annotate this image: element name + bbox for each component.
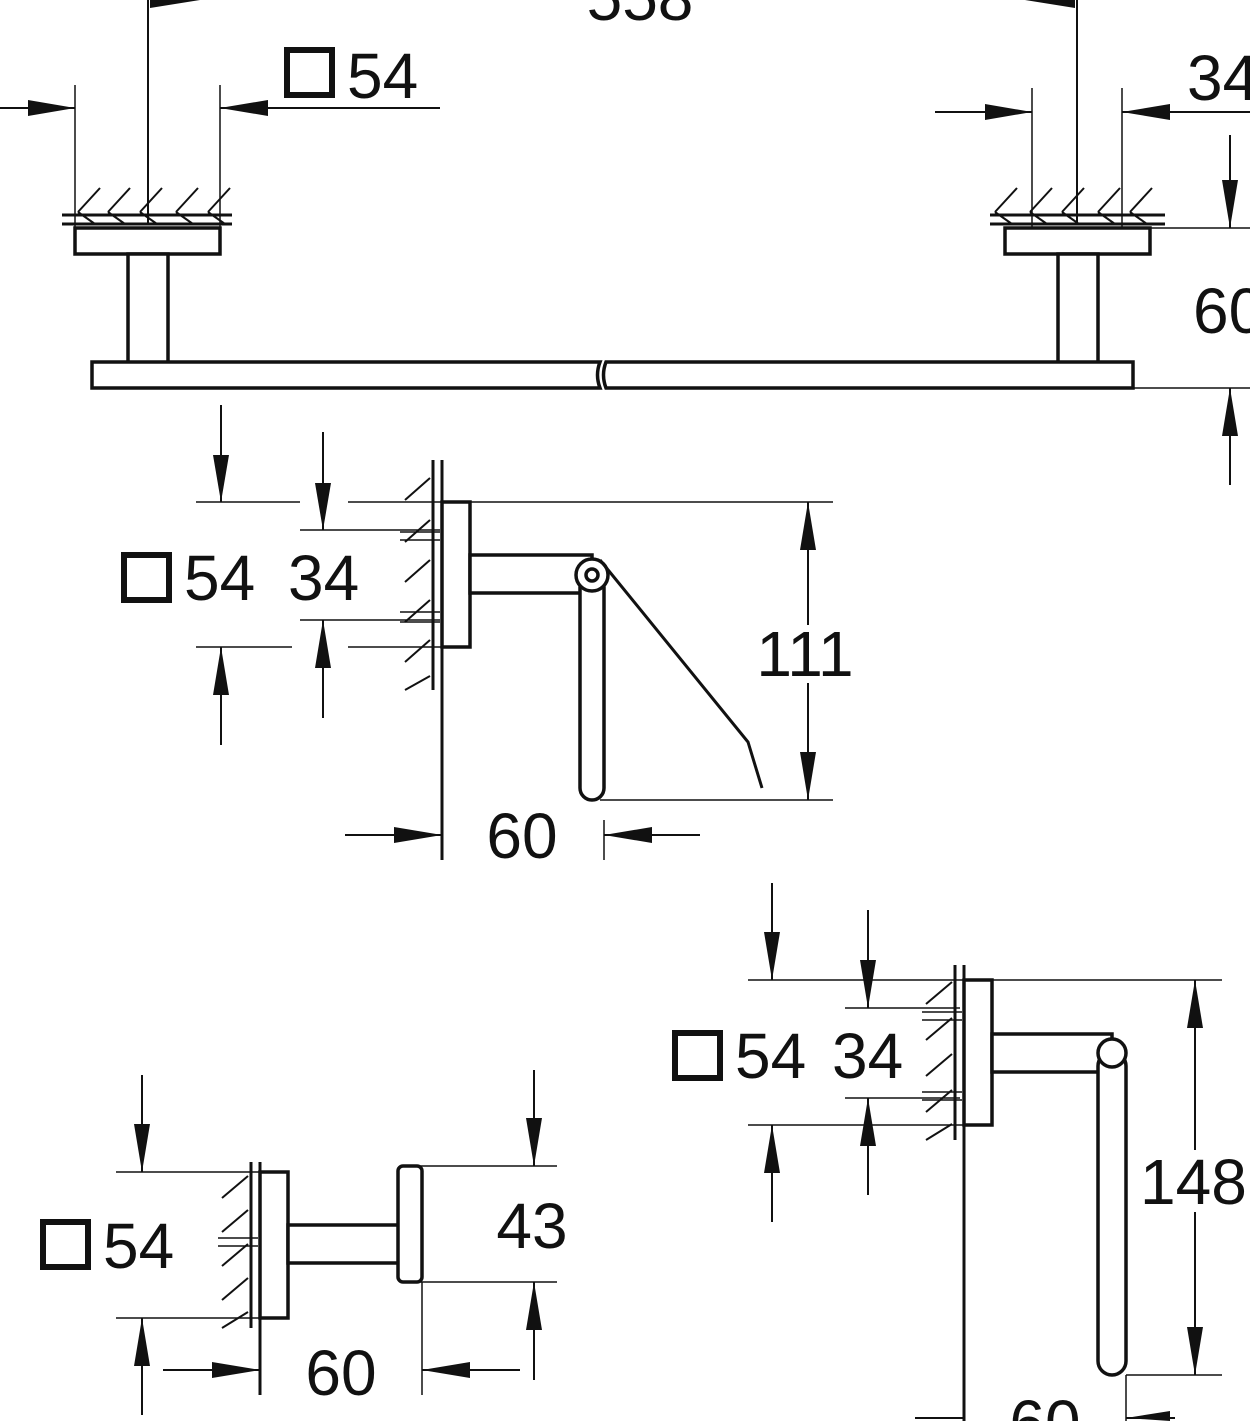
left-base-arrow-b — [220, 100, 268, 116]
covered-holder-arm — [468, 553, 594, 595]
paper-holder-base-label: 54 — [735, 1020, 806, 1092]
base-arrow-bottom — [213, 647, 229, 695]
proj-arrow-right — [1126, 1411, 1170, 1421]
hook-base-label: 54 — [103, 1210, 174, 1282]
base-arrow-bottom — [134, 1318, 150, 1366]
height-arrow-bottom — [526, 1282, 542, 1330]
square-symbol — [121, 552, 172, 603]
hook-head — [396, 1164, 424, 1284]
paper-holder-height-label: 148 — [1140, 1146, 1247, 1218]
paper-holder-arm — [990, 1032, 1114, 1074]
square-symbol — [40, 1219, 91, 1270]
towel-bar-base-label: 54 — [347, 40, 418, 112]
left-post — [126, 252, 170, 378]
covered-holder-rod-label: 34 — [288, 542, 359, 614]
hook-projection-label: 60 — [305, 1337, 376, 1409]
left-base-arrow-a — [28, 100, 75, 116]
base-arrow-top — [213, 455, 229, 502]
height-arrow-top — [800, 502, 816, 550]
proj-arrow-right — [604, 827, 652, 843]
base-arrow-bottom — [764, 1125, 780, 1173]
length-arrow-right — [1025, 0, 1075, 8]
proj-arrow-right — [422, 1362, 470, 1378]
rod-arrow-top — [315, 483, 331, 530]
towel-bar-projection-label: 60 — [1193, 275, 1250, 347]
square-symbol — [284, 47, 335, 98]
rod-arrow-bottom — [860, 1098, 876, 1146]
paper-holder-base-plate — [962, 978, 994, 1127]
rod-arrow-b — [1122, 104, 1170, 120]
paper-holder-drawing: 54 34 148 — [672, 883, 1247, 1421]
covered-holder-height-label: 111 — [756, 618, 853, 690]
covered-holder-base-label: 54 — [184, 542, 255, 614]
pivot — [1096, 1037, 1128, 1069]
hook-height-label: 43 — [496, 1190, 567, 1262]
cover-flap — [598, 559, 764, 789]
paper-holder-rod-label: 34 — [832, 1020, 903, 1092]
rod-arrow-bottom — [315, 620, 331, 668]
height-arrow-top — [526, 1118, 542, 1166]
paper-holder-projection-label: 60 — [1009, 1387, 1080, 1421]
roll-pin — [578, 573, 606, 802]
proj-arrow-left — [394, 827, 442, 843]
rod-arrow-a — [985, 104, 1032, 120]
height-arrow-bottom — [800, 752, 816, 800]
height-arrow-bottom — [1187, 1327, 1203, 1375]
towel-bar-rod-label: 34 — [1187, 42, 1250, 114]
towel-bar-drawing: 558 54 34 — [0, 0, 1250, 485]
proj-arrow-left — [212, 1362, 260, 1378]
towel-bar-length-label: 558 — [587, 0, 694, 34]
hook-base-plate — [258, 1170, 290, 1320]
proj-arrow-bottom — [1222, 388, 1238, 436]
height-arrow-top — [1187, 980, 1203, 1028]
hook-arm — [286, 1223, 410, 1265]
right-post — [1056, 252, 1100, 378]
proj-arrow-top — [1222, 180, 1238, 228]
right-base-plate — [1003, 226, 1152, 256]
bar-right-segment — [601, 360, 1135, 390]
base-arrow-top — [764, 932, 780, 980]
covered-paper-holder-drawing: 54 34 — [121, 405, 854, 872]
hook-drawing: 54 43 60 — [40, 1070, 568, 1415]
bar-left-segment — [90, 360, 603, 390]
rod-arrow-top — [860, 960, 876, 1008]
square-symbol — [672, 1030, 723, 1081]
covered-holder-projection-label: 60 — [486, 800, 557, 872]
paper-holder-rod — [1096, 1050, 1128, 1377]
left-base-plate — [73, 226, 222, 256]
base-arrow-top — [134, 1124, 150, 1172]
covered-holder-base-plate — [440, 500, 472, 649]
length-arrow-left — [150, 0, 200, 8]
